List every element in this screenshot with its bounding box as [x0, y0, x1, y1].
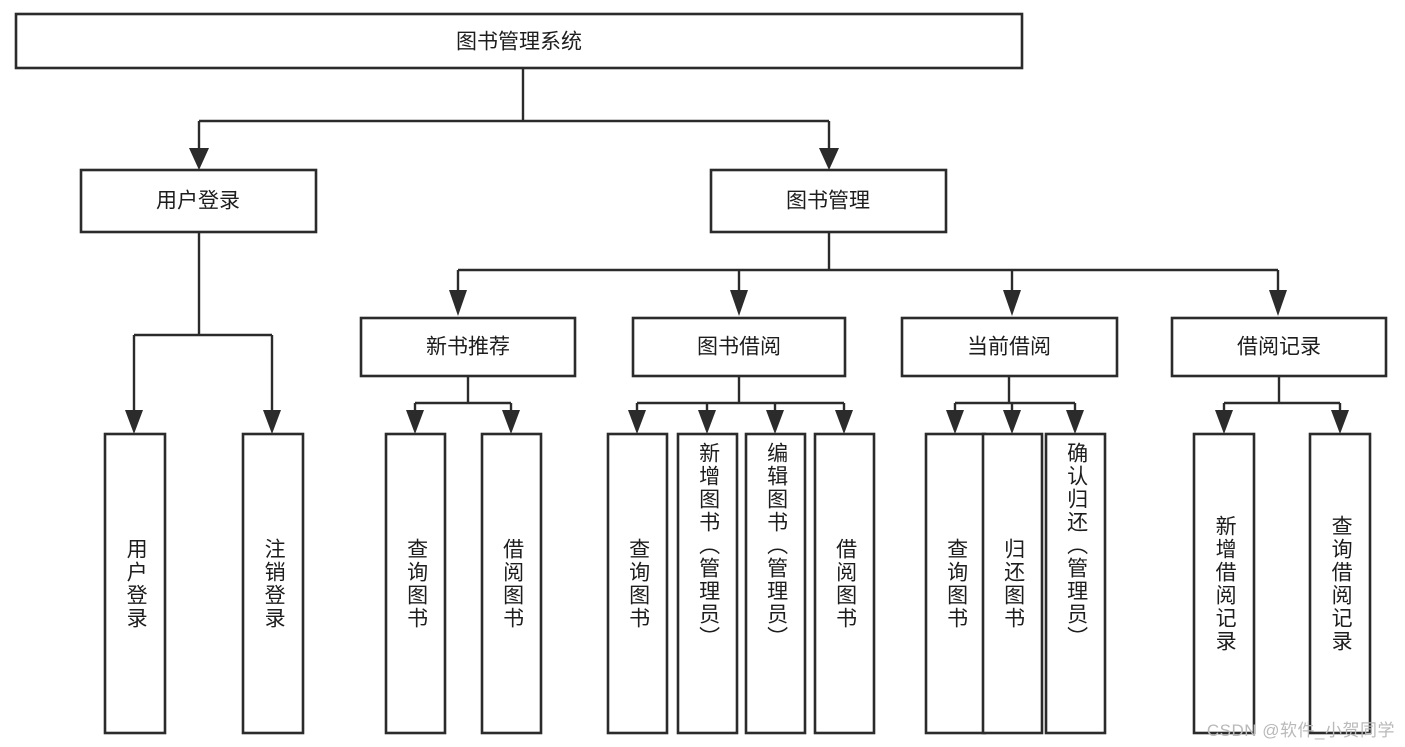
- node-record-box[interactable]: [1170, 316, 1388, 378]
- node-login-label: 用户登录: [156, 190, 240, 213]
- arrow-head-current: [1003, 290, 1021, 316]
- connector-group-current: [946, 377, 1084, 434]
- arrow-head-leaf5: [628, 410, 646, 434]
- node-leaf1-box[interactable]: [103, 432, 167, 735]
- node-leaf11-box[interactable]: [1044, 432, 1107, 735]
- arrow-head-login: [189, 148, 209, 170]
- arrow-head-leaf12: [1215, 410, 1233, 434]
- arrow-head-leaf8: [835, 410, 853, 434]
- arrow-head-leaf2: [263, 410, 281, 434]
- node-login-box[interactable]: [79, 168, 318, 234]
- node-leaf3-box[interactable]: [384, 432, 447, 735]
- arrow-head-record: [1269, 290, 1287, 316]
- node-borrow-label: 图书借阅: [697, 336, 781, 359]
- arrow-head-leaf13: [1331, 410, 1349, 434]
- connector-group-root: [189, 68, 839, 170]
- node-leaf13-box[interactable]: [1308, 432, 1372, 735]
- node-bookmgmt-box[interactable]: [709, 168, 948, 234]
- arrow-head-leaf7: [766, 410, 784, 434]
- node-leaf10-box[interactable]: [981, 432, 1044, 735]
- connector-group-login: [125, 232, 281, 434]
- node-root[interactable]: 图书管理系统: [14, 12, 1024, 70]
- arrow-head-leaf9: [946, 410, 964, 434]
- node-leaf2-box[interactable]: [241, 432, 305, 735]
- arrow-head-borrow: [730, 290, 748, 316]
- node-current[interactable]: 当前借阅: [900, 316, 1119, 378]
- node-leaf6-box[interactable]: [676, 432, 739, 735]
- arrow-head-leaf10: [1003, 410, 1021, 434]
- node-root-box[interactable]: [14, 12, 1024, 70]
- node-record-label: 借阅记录: [1237, 336, 1321, 359]
- arrow-head-leaf11: [1066, 410, 1084, 434]
- arrow-head-newbook: [449, 290, 467, 316]
- node-login[interactable]: 用户登录: [79, 168, 318, 234]
- connector-group-record: [1215, 377, 1349, 434]
- node-leaf4-box[interactable]: [480, 432, 543, 735]
- csdn-watermark: CSDN @软件_小贺同学: [1206, 721, 1395, 740]
- node-newbook-label: 新书推荐: [426, 336, 510, 359]
- node-leaf9-box[interactable]: [924, 432, 987, 735]
- node-borrow[interactable]: 图书借阅: [631, 316, 847, 378]
- arrow-head-leaf3: [406, 410, 424, 434]
- node-borrow-box[interactable]: [631, 316, 847, 378]
- connector-group-borrow: [628, 377, 853, 434]
- connector-group-newbook: [406, 377, 520, 434]
- node-leaf7-box[interactable]: [744, 432, 807, 735]
- node-bookmgmt-label: 图书管理: [786, 190, 870, 213]
- node-leaf5-box[interactable]: [606, 432, 669, 735]
- node-current-label: 当前借阅: [967, 336, 1051, 359]
- connector-group-bookmgmt: [449, 232, 1287, 316]
- arrow-head-leaf4: [502, 410, 520, 434]
- arrow-head-bookmgmt: [819, 148, 839, 170]
- arrow-head-leaf6: [698, 410, 716, 434]
- node-bookmgmt[interactable]: 图书管理: [709, 168, 948, 234]
- node-leaf8-box[interactable]: [813, 432, 876, 735]
- node-record[interactable]: 借阅记录: [1170, 316, 1388, 378]
- node-leaf12-box[interactable]: [1192, 432, 1256, 735]
- node-newbook-box[interactable]: [359, 316, 577, 378]
- node-newbook[interactable]: 新书推荐: [359, 316, 577, 378]
- node-root-label: 图书管理系统: [456, 31, 582, 54]
- node-current-box[interactable]: [900, 316, 1119, 378]
- arrow-head-leaf1: [125, 410, 143, 434]
